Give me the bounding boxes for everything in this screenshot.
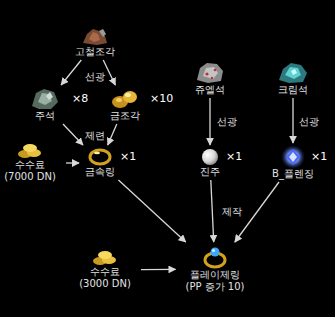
- process-arrow: [211, 180, 214, 242]
- cream-stone-icon: [279, 63, 307, 83]
- item-name: 크림석: [278, 84, 308, 96]
- icon-space: [93, 250, 117, 266]
- item-node: 주석×8: [29, 88, 61, 122]
- item-node: 금조각×10: [107, 88, 143, 122]
- icon-space: [82, 28, 108, 46]
- icon-space: [280, 146, 306, 168]
- coin-icon: [18, 144, 41, 158]
- step-label: 선광: [298, 116, 320, 128]
- item-name: 고철조각: [75, 46, 115, 58]
- flanging-gem-icon: [281, 145, 305, 169]
- icon-space: [88, 148, 112, 166]
- step-label: 선광: [216, 116, 238, 128]
- icon-space: [279, 62, 307, 84]
- quantity: ×1: [311, 150, 327, 163]
- quantity: ×1: [226, 150, 242, 163]
- icon-space: [197, 62, 223, 84]
- scrap-iron-icon: [83, 29, 107, 45]
- icon-space: [200, 148, 220, 166]
- process-arrow: [108, 124, 117, 145]
- item-name: 금속링: [85, 166, 115, 178]
- item-name: 플레이제링 (PP 증가 10): [182, 269, 249, 293]
- jewel-stone-icon: [197, 63, 223, 83]
- coin-icon: [93, 251, 116, 265]
- item-node: 금속링×1: [82, 148, 118, 178]
- step-label: 제작: [221, 206, 243, 218]
- item-name: 주석: [32, 110, 58, 122]
- item-node: 크림석: [275, 62, 311, 96]
- step-label: 제련: [84, 130, 106, 142]
- step-label: 선광: [84, 71, 106, 83]
- gold-piece-icon: [112, 91, 137, 108]
- item-node: B_플렌징×1: [269, 146, 317, 180]
- process-arrow: [63, 124, 83, 145]
- quantity: ×1: [120, 150, 136, 163]
- icon-space: [32, 88, 58, 110]
- icon-space: [202, 245, 228, 269]
- item-node: 플레이제링 (PP 증가 10): [179, 245, 252, 293]
- tin-ore-icon: [32, 89, 58, 109]
- quantity: ×8: [72, 92, 88, 105]
- ring-icon: [90, 150, 110, 164]
- quantity: ×10: [150, 92, 173, 105]
- icon-space: [112, 88, 138, 110]
- item-node: 고철조각: [72, 28, 118, 58]
- item-name: 수수료 (3000 DN): [74, 266, 136, 290]
- process-arrow: [66, 162, 79, 163]
- item-node: 진주×1: [197, 148, 223, 178]
- item-name: B_플렌징: [272, 168, 314, 180]
- process-arrow: [292, 98, 293, 143]
- icon-space: [18, 143, 42, 159]
- process-arrow: [141, 269, 176, 271]
- process-arrow: [209, 98, 210, 145]
- item-name: 수수료 (7000 DN): [0, 159, 61, 183]
- item-node: 수수료 (7000 DN): [0, 143, 64, 183]
- process-arrow: [118, 180, 185, 242]
- item-name: 금조각: [110, 110, 140, 122]
- item-name: 쥬엘석: [195, 84, 225, 96]
- item-node: 쥬엘석: [192, 62, 228, 96]
- item-node: 수수료 (3000 DN): [71, 250, 139, 290]
- process-arrow: [61, 60, 81, 85]
- item-name: 진주: [200, 166, 220, 178]
- gem-ring-icon: [205, 248, 225, 268]
- pearl-icon: [202, 149, 218, 165]
